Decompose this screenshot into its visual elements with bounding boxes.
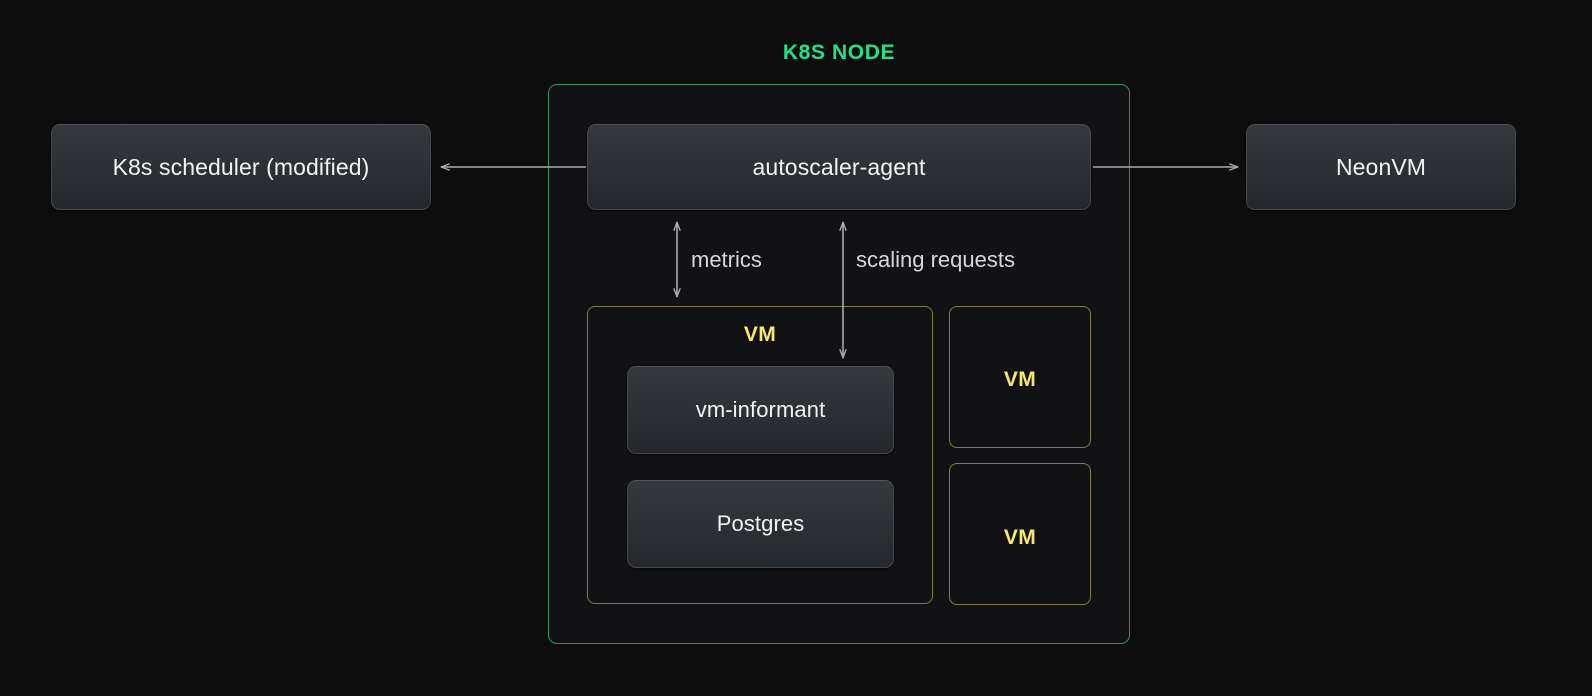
neonvm-box[interactable]: NeonVM bbox=[1246, 124, 1516, 210]
postgres-label: Postgres bbox=[716, 511, 805, 536]
k8s-node-title: K8S NODE bbox=[782, 41, 896, 64]
scaling-requests-label: scaling requests bbox=[856, 247, 1015, 272]
vm-informant-label: vm-informant bbox=[695, 397, 826, 422]
neonvm-label: NeonVM bbox=[1335, 153, 1427, 180]
primary-vm-label: VM bbox=[743, 323, 777, 346]
autoscaler-agent-box[interactable]: autoscaler-agent bbox=[587, 124, 1091, 210]
secondary-vm-label-1: VM bbox=[1003, 368, 1037, 391]
secondary-vm-box-2[interactable] bbox=[949, 463, 1091, 605]
autoscaler-agent-label: autoscaler-agent bbox=[752, 153, 926, 180]
vm-informant-box[interactable]: vm-informant bbox=[627, 366, 894, 454]
postgres-box[interactable]: Postgres bbox=[627, 480, 894, 568]
k8s-scheduler-box[interactable]: K8s scheduler (modified) bbox=[51, 124, 431, 210]
secondary-vm-label-2: VM bbox=[1003, 526, 1037, 549]
metrics-label: metrics bbox=[691, 247, 762, 272]
secondary-vm-box-1[interactable] bbox=[949, 306, 1091, 448]
k8s-scheduler-label: K8s scheduler (modified) bbox=[112, 153, 370, 180]
